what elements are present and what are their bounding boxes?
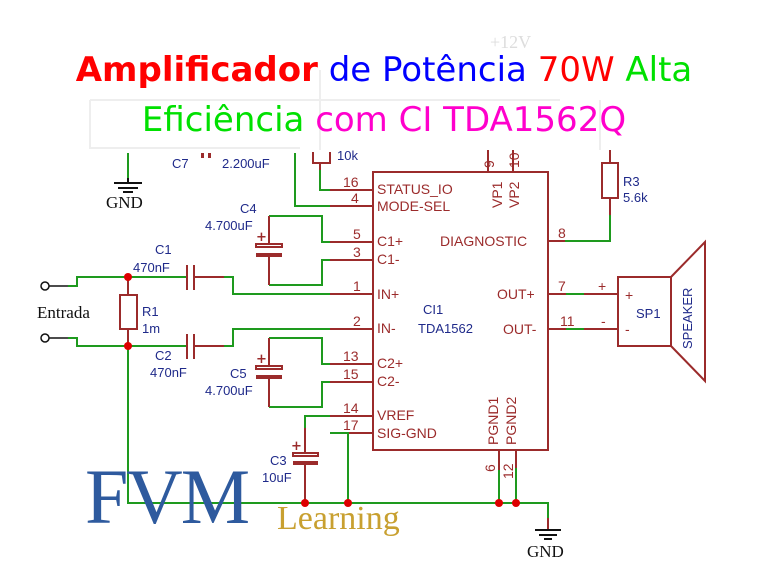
svg-text:SIG-GND: SIG-GND bbox=[377, 425, 437, 441]
svg-text:OUT+: OUT+ bbox=[497, 286, 535, 302]
svg-text:1m: 1m bbox=[142, 321, 160, 336]
svg-text:12: 12 bbox=[500, 463, 516, 479]
svg-text:17: 17 bbox=[343, 417, 359, 433]
input-terminal-minus[interactable] bbox=[40, 333, 50, 343]
svg-text:+: + bbox=[256, 230, 267, 245]
svg-text:GND: GND bbox=[527, 542, 564, 561]
svg-text:STATUS_IO: STATUS_IO bbox=[377, 181, 453, 197]
c7-value: 2.200uF bbox=[222, 156, 270, 171]
r2-value: 10k bbox=[337, 148, 358, 163]
svg-text:IN+: IN+ bbox=[377, 286, 399, 302]
gnd-symbol-top: GND bbox=[106, 153, 143, 212]
svg-text:C5: C5 bbox=[230, 366, 247, 381]
svg-text:OUT-: OUT- bbox=[503, 321, 537, 337]
svg-text:7: 7 bbox=[558, 278, 566, 294]
svg-text:10: 10 bbox=[506, 152, 522, 168]
svg-text:C1+: C1+ bbox=[377, 233, 403, 249]
svg-text:4.700uF: 4.700uF bbox=[205, 218, 253, 233]
speaker-sp1: + - + - SP1 SPEAKER bbox=[598, 239, 706, 384]
input-terminal-plus[interactable] bbox=[40, 281, 50, 291]
svg-text:PGND2: PGND2 bbox=[503, 397, 519, 445]
svg-text:VREF: VREF bbox=[377, 407, 414, 423]
r3-resistor bbox=[601, 162, 619, 199]
ic-part: TDA1562 bbox=[418, 321, 473, 336]
svg-text:SP1: SP1 bbox=[636, 306, 661, 321]
ic-right-pins: DIAGNOSTIC 8 OUT+ 7 OUT- 11 bbox=[440, 225, 618, 337]
svg-text:IN-: IN- bbox=[377, 320, 396, 336]
svg-text:DIAGNOSTIC: DIAGNOSTIC bbox=[440, 233, 527, 249]
svg-text:C1: C1 bbox=[155, 242, 172, 257]
input-terminals: Entrada bbox=[37, 276, 186, 347]
svg-text:1: 1 bbox=[353, 278, 361, 294]
svg-text:C3: C3 bbox=[270, 453, 287, 468]
ic-tda1562 bbox=[372, 171, 549, 451]
svg-text:+: + bbox=[291, 439, 302, 454]
svg-text:MODE-SEL: MODE-SEL bbox=[377, 198, 450, 214]
svg-text:VP1: VP1 bbox=[489, 181, 505, 208]
svg-text:15: 15 bbox=[343, 366, 359, 382]
svg-text:14: 14 bbox=[343, 400, 359, 416]
svg-text:-: - bbox=[625, 321, 630, 337]
svg-text:R1: R1 bbox=[142, 304, 159, 319]
faded-background: +12V 10k bbox=[89, 32, 601, 163]
svg-text:C2-: C2- bbox=[377, 373, 400, 389]
svg-text:10uF: 10uF bbox=[262, 470, 292, 485]
svg-text:8: 8 bbox=[558, 225, 566, 241]
svg-text:+: + bbox=[625, 287, 633, 303]
svg-text:13: 13 bbox=[343, 348, 359, 364]
ic-top-pins: 9 10 VP1 VP2 PGND1 PGND2 6 12 bbox=[481, 150, 522, 503]
title-line-2: Eficiência com CI TDA1562Q bbox=[141, 100, 627, 140]
junction-dots bbox=[124, 273, 520, 507]
svg-text:9: 9 bbox=[481, 160, 497, 168]
svg-text:4.700uF: 4.700uF bbox=[205, 383, 253, 398]
svg-text:4: 4 bbox=[351, 190, 359, 206]
input-label: Entrada bbox=[37, 303, 90, 322]
svg-text:+: + bbox=[256, 352, 267, 367]
svg-text:GND: GND bbox=[106, 193, 143, 212]
ic-ref: CI1 bbox=[423, 302, 443, 317]
svg-text:3: 3 bbox=[353, 244, 361, 260]
svg-text:VP2: VP2 bbox=[506, 181, 522, 208]
svg-text:11: 11 bbox=[560, 313, 575, 329]
logo-sub: Learning bbox=[277, 500, 400, 537]
faded-supply-label: +12V bbox=[490, 32, 531, 52]
svg-text:C1-: C1- bbox=[377, 251, 400, 267]
svg-text:C2+: C2+ bbox=[377, 355, 403, 371]
svg-text:PGND1: PGND1 bbox=[485, 397, 501, 445]
svg-text:C4: C4 bbox=[240, 201, 257, 216]
svg-text:SPEAKER: SPEAKER bbox=[680, 288, 695, 349]
svg-text:-: - bbox=[601, 313, 606, 329]
svg-text:C2: C2 bbox=[155, 348, 172, 363]
r1-resistor bbox=[119, 294, 138, 330]
title-line-1: Amplificador de Potência 70W Alta bbox=[75, 50, 693, 90]
svg-text:16: 16 bbox=[343, 174, 359, 190]
svg-text:470nF: 470nF bbox=[133, 260, 170, 275]
logo-main: FVM bbox=[85, 453, 250, 540]
svg-text:+: + bbox=[598, 278, 606, 294]
c7-ref: C7 bbox=[172, 156, 189, 171]
svg-text:R3: R3 bbox=[623, 174, 640, 189]
svg-text:5: 5 bbox=[353, 226, 361, 242]
svg-text:6: 6 bbox=[482, 464, 498, 472]
svg-text:470nF: 470nF bbox=[150, 365, 187, 380]
gnd-symbol-bottom: GND bbox=[527, 518, 564, 561]
svg-text:2: 2 bbox=[353, 313, 361, 329]
svg-text:5.6k: 5.6k bbox=[623, 190, 648, 205]
logo: FVM Learning bbox=[85, 458, 400, 538]
